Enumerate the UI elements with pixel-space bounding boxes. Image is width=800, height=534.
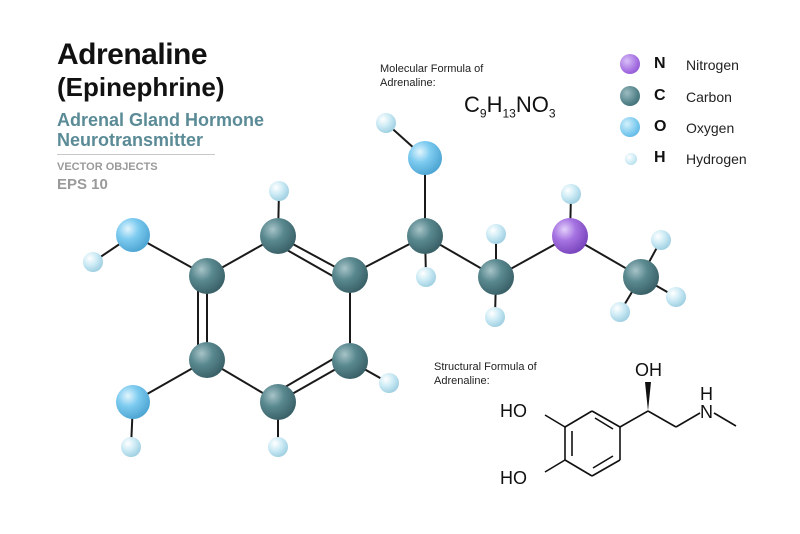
hydrogen-atom (485, 307, 505, 327)
page-subtitle: (Epinephrine) (57, 72, 225, 102)
skeleton-bond (564, 459, 593, 477)
skeleton-bond (675, 412, 701, 428)
hydrogen-atom (379, 373, 399, 393)
carbon-atom (332, 343, 368, 379)
skeleton-bond (591, 410, 621, 428)
oxygen-dot-icon (620, 117, 640, 137)
molecular-caption-line-2: Adrenaline: (380, 77, 436, 89)
eps-label: EPS 10 (57, 176, 108, 193)
skeleton-bond (647, 410, 677, 428)
carbon-atom (407, 218, 443, 254)
oxygen-atom (116, 218, 150, 252)
carbon-atom (260, 384, 296, 420)
formula-c-count: 9 (479, 106, 487, 121)
carbon-atom (260, 218, 296, 254)
legend-symbol: O (654, 118, 667, 135)
molecular-formula-caption: Molecular Formula of Adrenaline: (380, 62, 510, 90)
formula-o-count: 3 (548, 106, 556, 121)
hydrogen-atom (651, 230, 671, 250)
legend-name: Carbon (686, 89, 732, 105)
skeleton-bond (591, 459, 621, 477)
nitrogen-atom (552, 218, 588, 254)
formula-h-count: 13 (502, 106, 516, 121)
hydrogen-atom (486, 224, 506, 244)
legend-name: Hydrogen (686, 151, 747, 167)
legend-name: Nitrogen (686, 57, 739, 73)
label-n: N (700, 402, 713, 422)
description-line-1: Adrenal Gland Hormone (57, 110, 265, 130)
hydrogen-atom (121, 437, 141, 457)
skeleton-bond (619, 410, 649, 428)
hydrogen-atom (561, 184, 581, 204)
hydrogen-dot-icon (625, 153, 637, 165)
hydrogen-atom (268, 437, 288, 457)
oxygen-atom (116, 385, 150, 419)
label-ho-upper: HO (500, 401, 527, 421)
hydrogen-atom (610, 302, 630, 322)
carbon-atom (189, 342, 225, 378)
divider (57, 154, 215, 155)
label-oh-top: OH (635, 360, 662, 380)
description-line-2: Neurotransmitter (57, 130, 204, 150)
carbon-atom (189, 258, 225, 294)
skeleton-bond (592, 455, 614, 469)
structural-formula-drawing (544, 410, 737, 477)
legend-name: Oxygen (686, 120, 735, 136)
vector-objects-label: VECTOR OBJECTS (57, 161, 158, 173)
hydrogen-atom (376, 113, 396, 133)
carbon-atom (332, 257, 368, 293)
structural-formula-caption: Structural Formula of Adrenaline: (434, 360, 554, 388)
atoms (83, 113, 686, 457)
skeleton-bond (544, 414, 566, 428)
legend-symbol: C (654, 87, 666, 104)
formula-h: H (486, 92, 503, 117)
hydrogen-atom (416, 267, 436, 287)
legend-symbol: H (654, 149, 666, 166)
legend-symbol: N (654, 55, 666, 72)
hydrogen-atom (666, 287, 686, 307)
oxygen-atom (408, 141, 442, 175)
page-title: Adrenaline (57, 38, 208, 71)
skeleton-bond (544, 459, 566, 473)
formula-c: C (464, 92, 480, 117)
hydrogen-atom (269, 181, 289, 201)
wedge-bond (645, 382, 651, 411)
nitrogen-dot-icon (620, 54, 640, 74)
bonds (92, 122, 677, 448)
label-ho-lower: HO (500, 468, 527, 488)
formula-no: NO (515, 92, 549, 117)
carbon-atom (623, 259, 659, 295)
skeleton-bond (594, 417, 614, 430)
carbon-dot-icon (620, 86, 640, 106)
skeleton-bond (713, 412, 737, 427)
structural-caption-line-1: Structural Formula of (434, 361, 537, 373)
carbon-atom (478, 259, 514, 295)
hydrogen-atom (83, 252, 103, 272)
molecular-formula: C9H13NO3 (464, 92, 556, 120)
structural-caption-line-2: Adrenaline: (434, 375, 490, 387)
label-h: H (700, 384, 713, 404)
skeleton-bond (564, 410, 593, 428)
molecular-caption-line-1: Molecular Formula of (380, 63, 484, 75)
